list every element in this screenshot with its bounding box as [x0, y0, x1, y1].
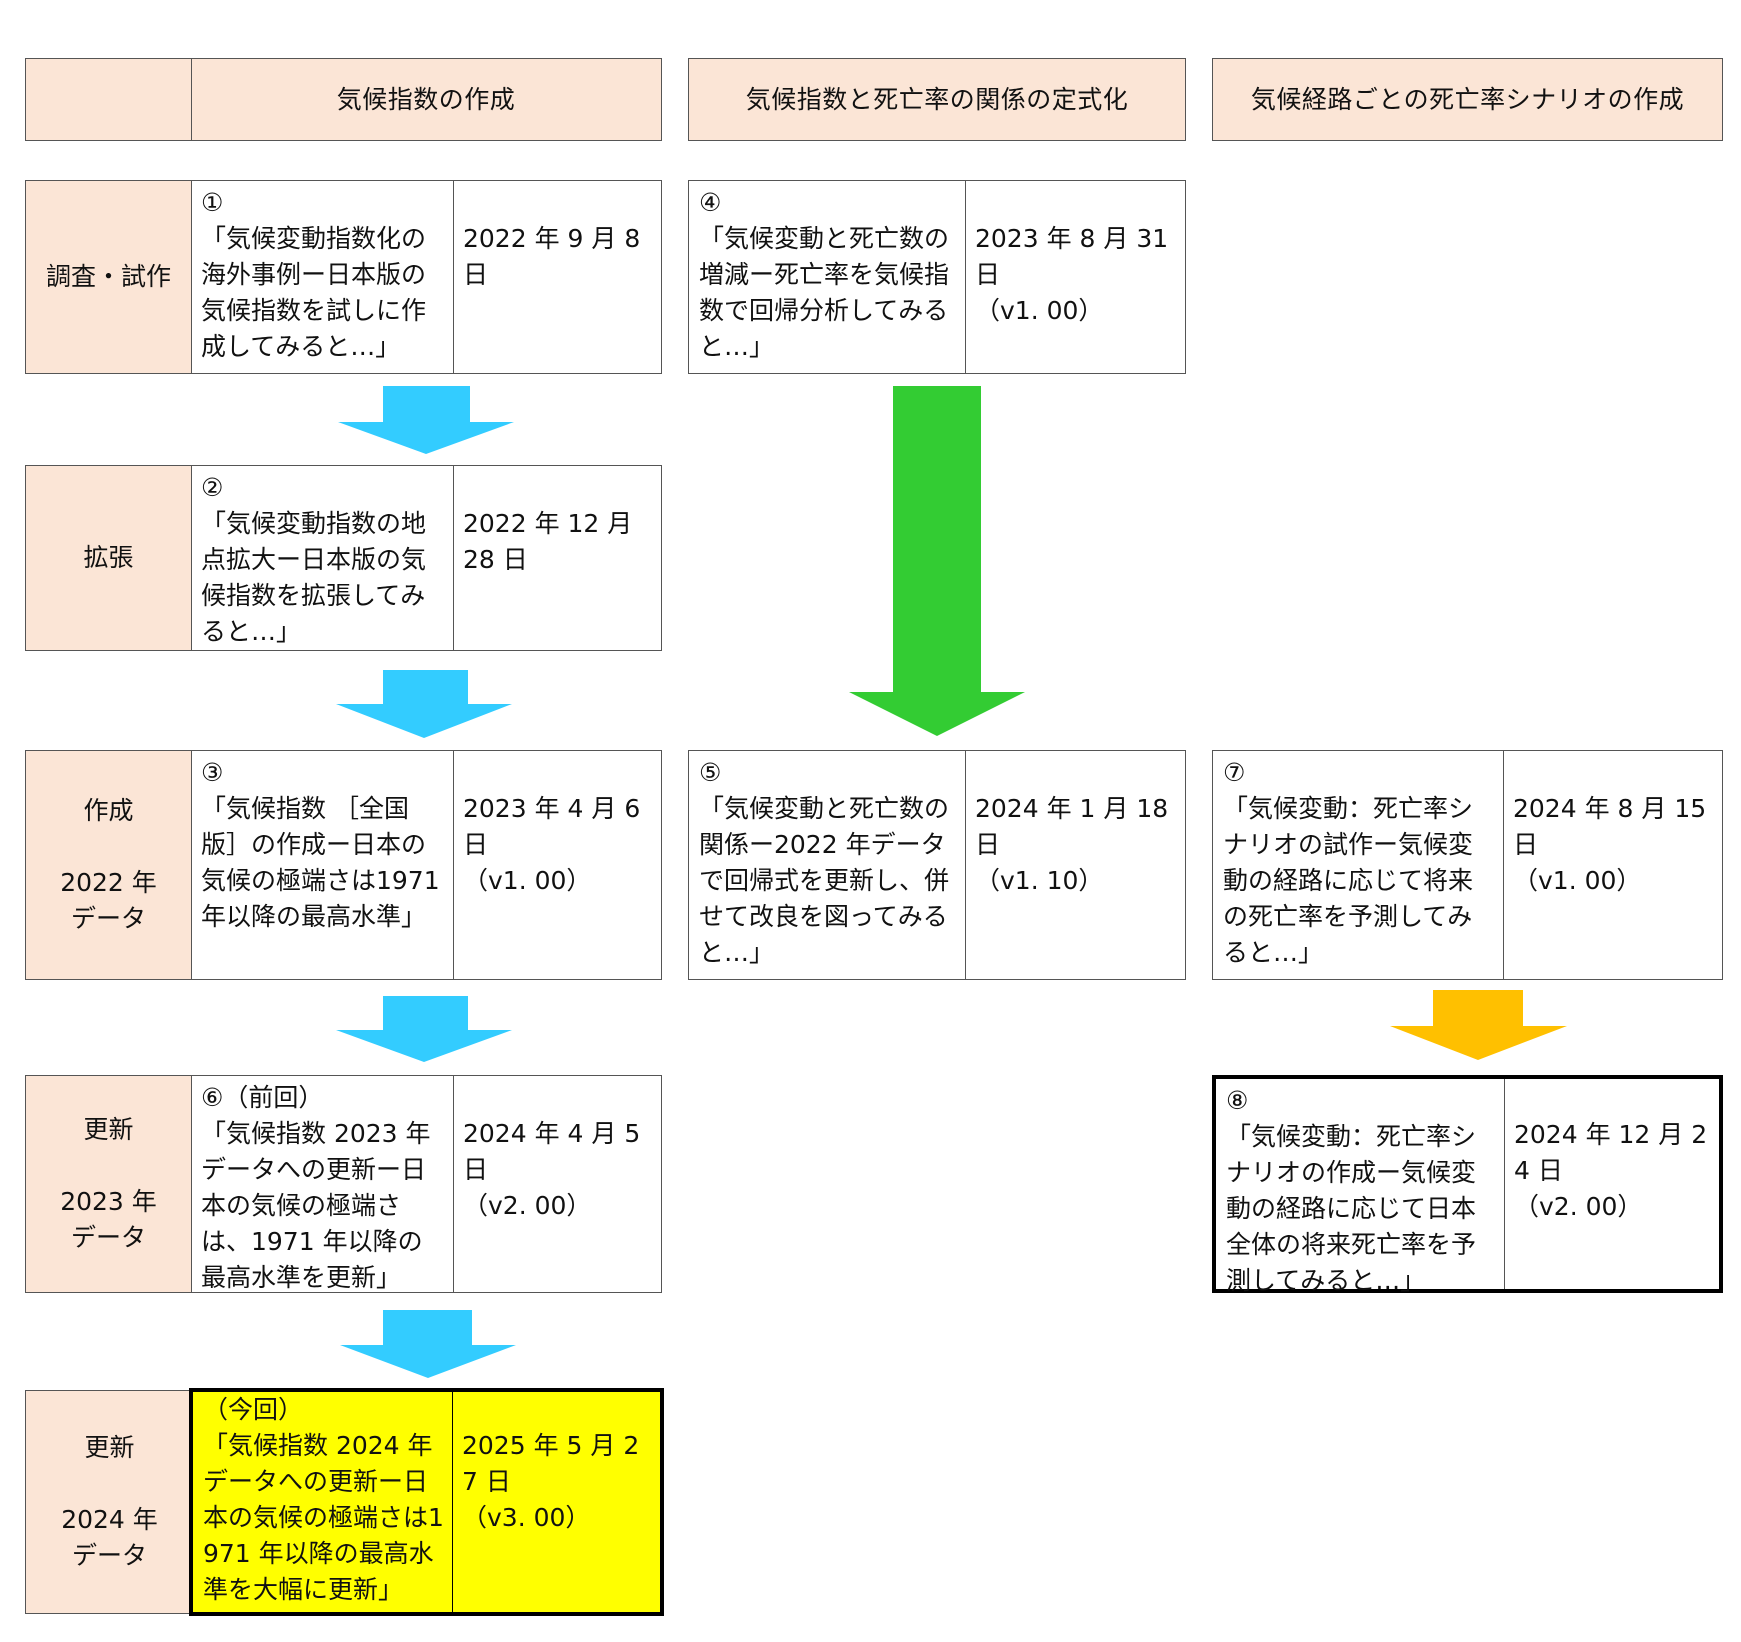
item-8-date: 2024 年 12 月 24 日 （v2. 00）: [1514, 1120, 1708, 1221]
header-col2-title: 気候指数と死亡率の関係の定式化: [745, 84, 1129, 114]
item-3-date: 2023 年 4 月 6 日 （v1. 00）: [463, 794, 641, 895]
item-7-date: 2024 年 8 月 15 日 （v1. 00）: [1513, 794, 1707, 895]
item-5-date: 2024 年 1 月 18 日 （v1. 10）: [975, 794, 1169, 895]
row-label-4: 更新 2023 年 データ: [26, 1076, 191, 1292]
row-label-1: 調査・試作: [26, 181, 191, 373]
item-5-box: ⑤ 「気候変動と死亡数の関係ー2022 年データで回帰式を更新し、併せて改良を図…: [688, 750, 1186, 980]
row-label-3: 作成 2022 年 データ: [26, 751, 191, 979]
item-2-row: 拡張 ② 「気候変動指数の地点拡大ー日本版の気候指数を拡張してみると…」 202…: [25, 465, 662, 651]
arrow-down-4-5: [849, 386, 1025, 736]
item-7-box: ⑦ 「気候変動：死亡率シナリオの試作ー気候変動の経路に応じて将来の死亡率を予測し…: [1212, 750, 1723, 980]
current-item-box: （今回） 「気候指数 2024 年データへの更新ー日本の気候の極端さは1971 …: [189, 1388, 664, 1616]
header-col2: 気候指数と死亡率の関係の定式化: [688, 58, 1186, 141]
item-6-date: 2024 年 4 月 5 日 （v2. 00）: [463, 1119, 641, 1220]
item-4-box: ④ 「気候変動と死亡数の増減ー死亡率を気候指数で回帰分析してみると…」 2023…: [688, 180, 1186, 374]
row-label-5-box: 更新 2024 年 データ: [25, 1390, 193, 1614]
current-item-text: （今回） 「気候指数 2024 年データへの更新ー日本の気候の極端さは1971 …: [203, 1395, 444, 1604]
header-col1-title: 気候指数の作成: [336, 84, 516, 114]
header-col1: 気候指数の作成: [25, 58, 662, 141]
row-label-5: 更新 2024 年 データ: [26, 1391, 193, 1613]
row-label-2: 拡張: [26, 466, 191, 650]
item-6-text: ⑥（前回） 「気候指数 2023 年データへの更新ー日本の気候の極端さは、197…: [201, 1083, 431, 1292]
item-4-text: ④ 「気候変動と死亡数の増減ー死亡率を気候指数で回帰分析してみると…」: [699, 188, 950, 361]
arrow-down-7-8: [1390, 990, 1567, 1060]
arrow-down-2-3: [336, 670, 512, 738]
item-2-text: ② 「気候変動指数の地点拡大ー日本版の気候指数を拡張してみると…」: [201, 473, 427, 646]
item-6-row: 更新 2023 年 データ ⑥（前回） 「気候指数 2023 年データへの更新ー…: [25, 1075, 662, 1293]
item-3-text: ③ 「気候指数 ［全国版］の作成ー日本の気候の極端さは1971 年以降の最高水準…: [201, 758, 440, 931]
current-item-date: 2025 年 5 月 27 日 （v3. 00）: [462, 1431, 640, 1532]
item-7-text: ⑦ 「気候変動：死亡率シナリオの試作ー気候変動の経路に応じて将来の死亡率を予測し…: [1223, 758, 1474, 967]
item-5-text: ⑤ 「気候変動と死亡数の関係ー2022 年データで回帰式を更新し、併せて改良を図…: [699, 758, 950, 967]
item-2-date: 2022 年 12 月 28 日: [463, 509, 641, 574]
item-1-text: ① 「気候変動指数化の海外事例ー日本版の気候指数を試しに作成してみると…」: [201, 188, 427, 361]
item-4-date: 2023 年 8 月 31 日 （v1. 00）: [975, 224, 1169, 325]
item-1-row: 調査・試作 ① 「気候変動指数化の海外事例ー日本版の気候指数を試しに作成してみる…: [25, 180, 662, 374]
item-1-date: 2022 年 9 月 8 日: [463, 224, 649, 289]
item-3-row: 作成 2022 年 データ ③ 「気候指数 ［全国版］の作成ー日本の気候の極端さ…: [25, 750, 662, 980]
item-8-text: ⑧ 「気候変動：死亡率シナリオの作成ー気候変動の経路に応じて日本全体の将来死亡率…: [1226, 1086, 1477, 1295]
arrow-down-1-2: [338, 386, 514, 454]
item-8-box: ⑧ 「気候変動：死亡率シナリオの作成ー気候変動の経路に応じて日本全体の将来死亡率…: [1212, 1075, 1723, 1295]
arrow-down-6-today: [340, 1310, 516, 1378]
arrow-down-3-6: [336, 996, 512, 1062]
header-col3: 気候経路ごとの死亡率シナリオの作成: [1212, 58, 1723, 141]
header-col3-title: 気候経路ごとの死亡率シナリオの作成: [1250, 84, 1685, 114]
